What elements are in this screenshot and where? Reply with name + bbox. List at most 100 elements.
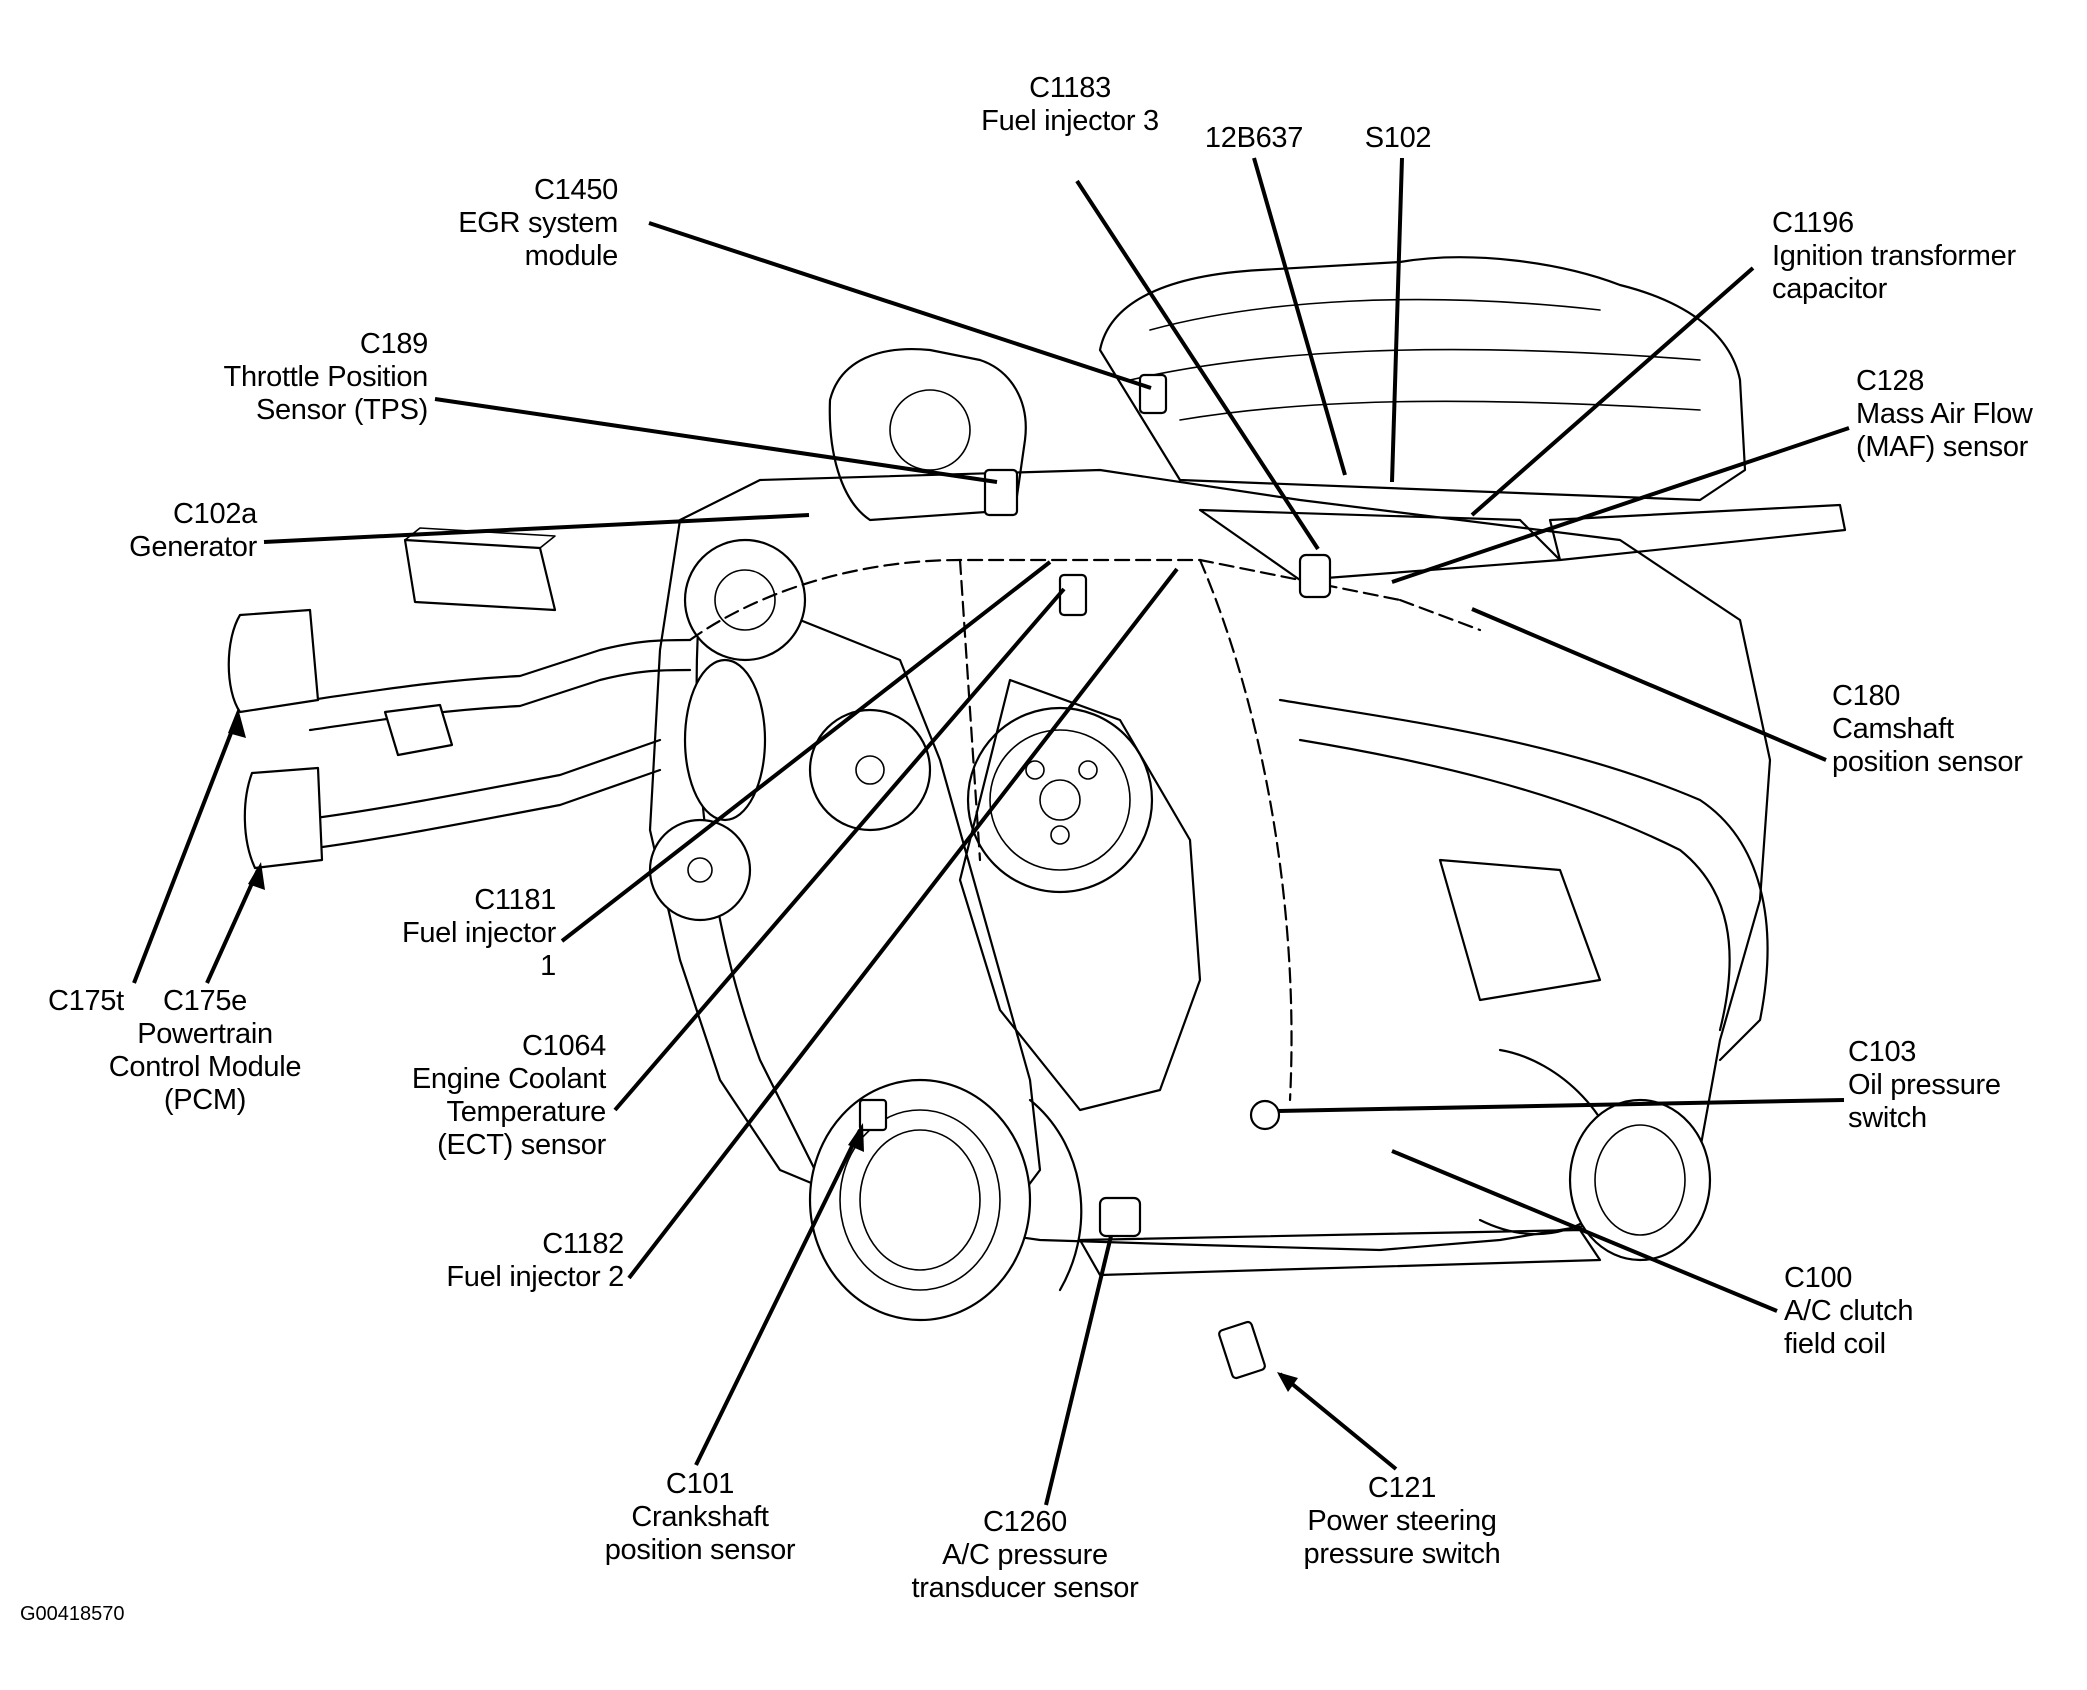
connector-code: C1064 — [522, 1030, 606, 1062]
connector-desc: Generator — [129, 531, 257, 563]
connector-desc: (MAF) sensor — [1856, 431, 2029, 463]
connector-code: 12B637 — [1204, 122, 1304, 154]
c175t-connector — [227, 608, 320, 714]
leader-c101 — [694, 1129, 862, 1466]
callout-c1450: C1450 EGR system module — [418, 174, 618, 273]
connector-desc: Power steering — [1307, 1505, 1497, 1537]
leader-c1196 — [1470, 266, 1755, 517]
connector-code: C189 — [359, 328, 428, 360]
connector-code: C1196 — [1772, 207, 1854, 239]
connector-desc: Engine Coolant — [411, 1063, 606, 1095]
connector-desc: Throttle Position — [223, 361, 429, 393]
connector-desc: Powertrain — [137, 1018, 273, 1050]
leader-lines — [132, 157, 1850, 1506]
connector-desc: Temperature — [446, 1096, 607, 1128]
callout-c121: C121 Power steering pressure switch — [1272, 1472, 1532, 1571]
callout-c102a: C102a Generator — [57, 498, 257, 564]
engine-illustration — [227, 256, 1847, 1380]
connector-desc: position sensor — [1832, 746, 2023, 778]
connector-desc: (ECT) sensor — [437, 1129, 606, 1161]
connector-code: C100 — [1784, 1262, 1853, 1294]
connector-desc: Crankshaft — [631, 1501, 769, 1533]
connector-desc: Control Module — [108, 1051, 302, 1083]
connector-code: C103 — [1848, 1036, 1917, 1068]
ac-compressor-clutch — [1568, 1098, 1712, 1262]
leader-c175e — [205, 869, 260, 984]
callout-12b637: 12B637 — [1184, 122, 1324, 155]
connector-code: C128 — [1856, 365, 1925, 397]
arrowhead-c121 — [1277, 1372, 1298, 1392]
connector-desc: field coil — [1784, 1328, 1886, 1360]
connector-desc: Ignition transformer — [1772, 240, 2016, 272]
connector-code: C1450 — [534, 174, 618, 206]
connector-desc: (PCM) — [163, 1084, 247, 1116]
connector-desc: Oil pressure — [1848, 1069, 2001, 1101]
connector-code: C121 — [1367, 1472, 1437, 1504]
callout-c1181: C1181 Fuel injector 1 — [356, 884, 556, 983]
callout-c100: C100 A/C clutch field coil — [1784, 1262, 1913, 1361]
connector-desc: Fuel injector — [401, 917, 556, 949]
intake-plenum — [1098, 256, 1747, 502]
callout-c1260: C1260 A/C pressure transducer sensor — [890, 1506, 1160, 1605]
connector-desc: position sensor — [604, 1534, 796, 1566]
connector-code: C1181 — [474, 884, 556, 916]
water-pump-pulley — [966, 706, 1154, 894]
generator — [683, 538, 807, 662]
timing-gear — [1028, 1098, 1083, 1292]
callout-c175e: C175e Powertrain Control Module (PCM) — [90, 985, 320, 1117]
connector-desc: A/C clutch — [1784, 1295, 1914, 1327]
leader-c1182 — [627, 567, 1179, 1280]
connector-desc: Camshaft — [1832, 713, 1954, 745]
leader-c180 — [1471, 607, 1827, 762]
leader-c121 — [1278, 1372, 1398, 1471]
connector-desc: EGR system — [458, 207, 618, 239]
callout-c128: C128 Mass Air Flow (MAF) sensor — [1856, 365, 2033, 464]
connector-code: C102a — [173, 498, 257, 530]
crankshaft-pulley — [808, 1078, 1032, 1322]
leader-c1450 — [648, 221, 1152, 390]
leader-c1260 — [1044, 1235, 1113, 1506]
connector-desc: pressure switch — [1303, 1538, 1501, 1570]
connector-desc: switch — [1848, 1102, 1927, 1134]
callout-c101: C101 Crankshaft position sensor — [580, 1468, 820, 1567]
leader-c175t — [132, 714, 240, 984]
callout-c1196: C1196 Ignition transformer capacitor — [1772, 207, 2016, 306]
upper-hose — [1278, 698, 1769, 1062]
throttle-body — [828, 348, 1027, 522]
figure-id: G00418570 — [20, 1603, 125, 1625]
connector-desc: 1 — [540, 950, 556, 982]
connector-code: C175e — [163, 985, 247, 1017]
leader-c100 — [1391, 1149, 1778, 1313]
callout-c1183: C1183 Fuel injector 3 — [960, 72, 1180, 138]
connector-desc: Mass Air Flow — [1856, 398, 2033, 430]
leader-c128 — [1391, 426, 1850, 584]
connector-desc: Sensor (TPS) — [255, 394, 428, 426]
leader-c1064 — [613, 587, 1066, 1112]
arrowhead-c175e — [248, 862, 265, 890]
callout-c1182: C1182 Fuel injector 2 — [384, 1228, 624, 1294]
callout-c189: C189 Throttle Position Sensor (TPS) — [168, 328, 429, 427]
leader-c1181 — [560, 560, 1052, 943]
connector-desc: Fuel injector 2 — [446, 1261, 624, 1293]
leader-c102a — [263, 513, 810, 544]
arrowhead-c175t — [228, 708, 246, 738]
pcm-harness — [308, 638, 692, 702]
callout-c180: C180 Camshaft position sensor — [1832, 680, 2023, 779]
callout-c103: C103 Oil pressure switch — [1848, 1036, 2001, 1135]
tensioner-pulley — [808, 708, 932, 832]
idler-pulley — [648, 818, 752, 922]
connector-desc: transducer sensor — [911, 1572, 1139, 1604]
connector-code: C101 — [665, 1468, 735, 1500]
connector-desc: A/C pressure — [942, 1539, 1108, 1571]
leader-c189 — [434, 397, 998, 484]
arrowhead-c101 — [848, 1123, 864, 1152]
callout-s102: S102 — [1348, 122, 1448, 155]
connector-code: C180 — [1832, 680, 1901, 712]
connector-desc: capacitor — [1772, 273, 1887, 305]
leader-c103 — [1277, 1098, 1845, 1113]
connector-code: C1183 — [1029, 72, 1111, 104]
leader-s102 — [1390, 157, 1404, 483]
wiring-harness — [688, 558, 1402, 642]
connector-code: C1182 — [542, 1228, 624, 1260]
